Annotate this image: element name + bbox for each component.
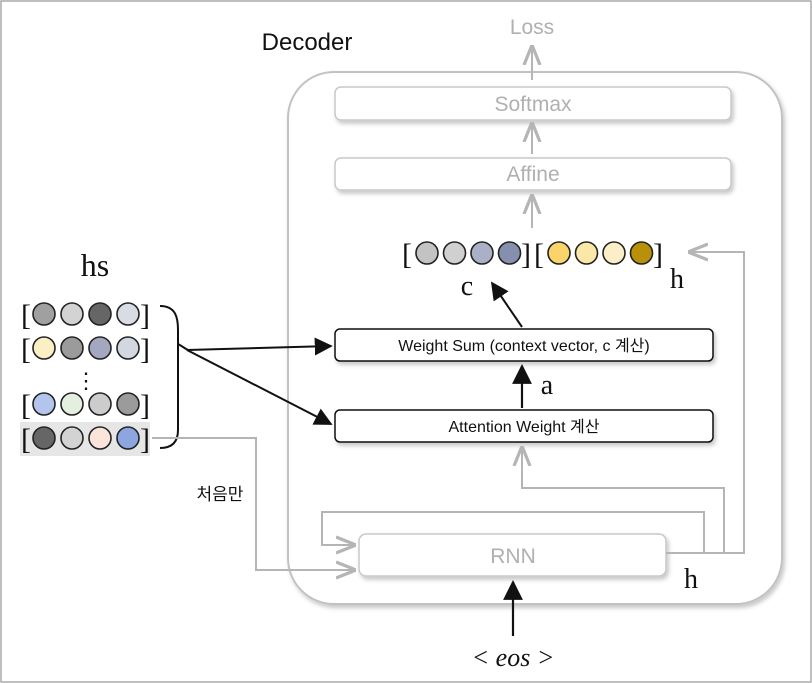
line-h-recurrent-loop xyxy=(321,511,705,553)
c-vector-circle xyxy=(470,241,494,265)
hs-row-bracket-open: [ xyxy=(21,389,31,422)
hs-cell-circle xyxy=(116,392,140,416)
c-vector-circle xyxy=(442,241,467,265)
hs-cell-circle xyxy=(60,392,84,416)
weight-sum-label: Weight Sum (context vector, c 계산) xyxy=(398,337,649,355)
loss-label: Loss xyxy=(510,16,554,39)
affine-label: Affine xyxy=(506,163,559,186)
h-vector-circle xyxy=(547,241,571,265)
hs-cell-circle xyxy=(60,336,84,360)
decoder-title: Decoder xyxy=(262,29,353,56)
rnn-label: RNN xyxy=(490,545,536,568)
hs-row-bracket-open: [ xyxy=(21,299,31,332)
hs-cell-circle xyxy=(32,426,56,450)
hs-cell-circle xyxy=(32,336,56,360)
h-vector-circle xyxy=(574,241,599,265)
affine-box xyxy=(334,157,732,191)
h-vector-circles xyxy=(547,241,654,265)
a-label: a xyxy=(541,370,554,401)
c-vector-circle xyxy=(415,241,439,265)
hs-vertical-dots: ⋮ xyxy=(75,368,97,393)
h-vector-circle xyxy=(602,241,626,265)
hs-cell-circle xyxy=(88,336,112,360)
hs-row-bracket-open: [ xyxy=(21,423,31,456)
h-label-bottom: h xyxy=(684,564,698,595)
hs-cell-circle xyxy=(60,426,84,450)
hs-cell-circle xyxy=(116,302,140,326)
h-bracket-open: [ xyxy=(534,238,544,271)
hs-row-bracket-close: ] xyxy=(140,299,150,332)
arrow-hs-to-weightsum xyxy=(186,337,333,356)
hs-cell-circle xyxy=(32,302,56,326)
c-label: c xyxy=(461,271,473,302)
c-bracket-open: [ xyxy=(402,238,412,271)
hs-row-bracket-open: [ xyxy=(21,333,31,366)
first-only-label: 처음만 xyxy=(197,485,244,504)
hs-cell-circle xyxy=(60,302,84,326)
hs-brace xyxy=(159,305,179,449)
hs-matrix: [] [] [] [] xyxy=(21,299,150,456)
hs-cell-circle xyxy=(88,392,112,416)
hs-row-bracket-close: ] xyxy=(140,333,150,366)
rnn-box xyxy=(358,533,667,577)
h-vector-circle xyxy=(629,241,654,265)
hs-row-bracket-close: ] xyxy=(140,389,150,422)
h-label-top: h xyxy=(670,264,684,295)
c-bracket-close: ] xyxy=(521,238,531,271)
arrow-weightsum-to-c xyxy=(490,281,523,328)
arrow-hs-to-attention xyxy=(186,349,333,425)
hs-row-bracket-close: ] xyxy=(140,423,150,456)
hs-cell-circle xyxy=(88,426,112,450)
weight-sum-box xyxy=(334,328,714,362)
hs-cell-circle xyxy=(88,302,112,326)
concat-vectors: [ ] [ ] xyxy=(402,238,663,271)
eos-label: < eos > xyxy=(472,643,555,672)
softmax-box xyxy=(334,86,732,121)
attention-weight-label: Attention Weight 계산 xyxy=(449,418,600,436)
c-vector-circle xyxy=(497,241,522,265)
c-vector-circles xyxy=(415,241,522,265)
hs-cell-circle xyxy=(116,426,140,450)
hs-cell-circle xyxy=(32,392,56,416)
softmax-label: Softmax xyxy=(494,93,572,116)
line-hs-last-to-rnn xyxy=(152,437,354,570)
h-bracket-close: ] xyxy=(653,238,663,271)
attention-weight-box xyxy=(334,409,714,443)
hs-cell-circle xyxy=(116,336,140,360)
hs-label: hs xyxy=(81,247,109,283)
